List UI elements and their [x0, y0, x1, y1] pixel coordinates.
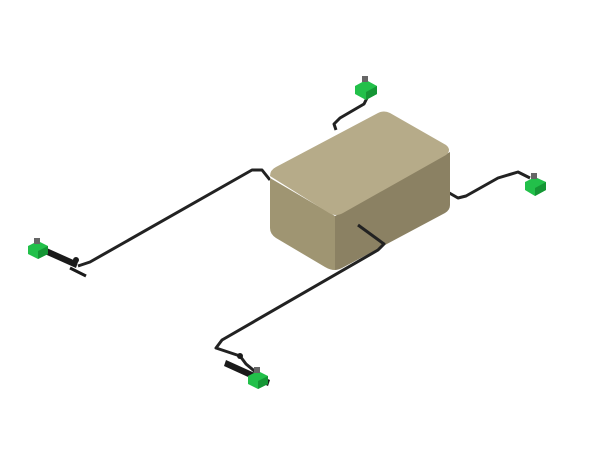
box-right-face — [335, 152, 450, 270]
wire-front — [214, 223, 386, 376]
box-top-face — [270, 111, 449, 215]
wire-top — [332, 95, 370, 131]
sensor-front — [248, 367, 268, 389]
sensor-right — [525, 173, 546, 196]
box-left-face — [270, 178, 335, 270]
enclosure-box — [270, 111, 450, 270]
sensor-left — [28, 238, 48, 259]
wire-right — [431, 170, 531, 200]
sensor-top — [355, 76, 377, 100]
wire-left — [77, 168, 272, 268]
